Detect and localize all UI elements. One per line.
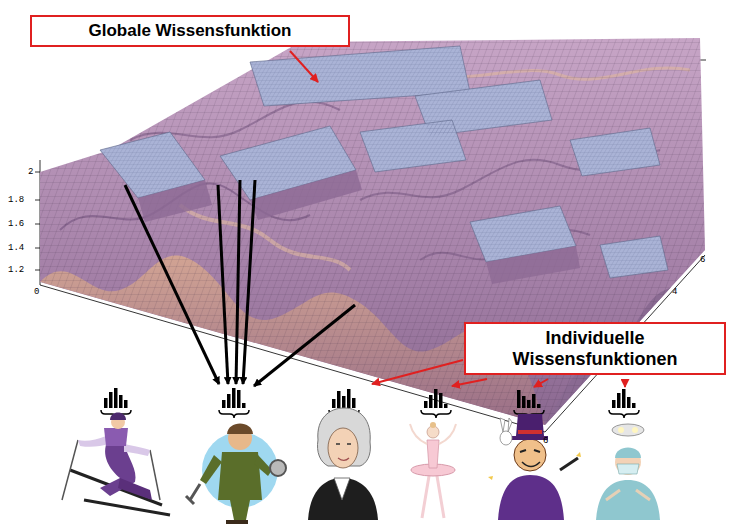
axis-tick-label: 6 xyxy=(543,436,548,446)
axis-tick-label: 2 xyxy=(28,167,33,177)
axis-tick-label: 1.4 xyxy=(8,243,24,253)
axis-tick-label: 6 xyxy=(700,255,705,265)
surgeon-figure xyxy=(596,424,660,520)
axis-tick-label: 4 xyxy=(672,287,677,297)
bar-charts xyxy=(104,388,636,408)
callout-text: Globale Wissensfunktion xyxy=(40,21,340,41)
knowledge-surface xyxy=(40,38,705,440)
axis-tick-label: 0 xyxy=(34,287,39,297)
axis-tick-label: 1.6 xyxy=(8,219,24,229)
portrait-figure xyxy=(308,408,378,520)
callout-box: Globale Wissensfunktion xyxy=(30,15,350,47)
ballerina-figure xyxy=(410,422,456,518)
skier-figure xyxy=(62,413,170,516)
callout-text: Individuelle Wissensfunktionen xyxy=(472,328,718,369)
magician-figure xyxy=(488,414,581,520)
braces xyxy=(101,410,639,418)
callout-box: Individuelle Wissensfunktionen xyxy=(464,322,726,375)
mechanic-figure xyxy=(186,424,286,524)
axis-tick-label: 1.8 xyxy=(8,195,24,205)
axis-tick-label: 1.2 xyxy=(8,265,24,275)
